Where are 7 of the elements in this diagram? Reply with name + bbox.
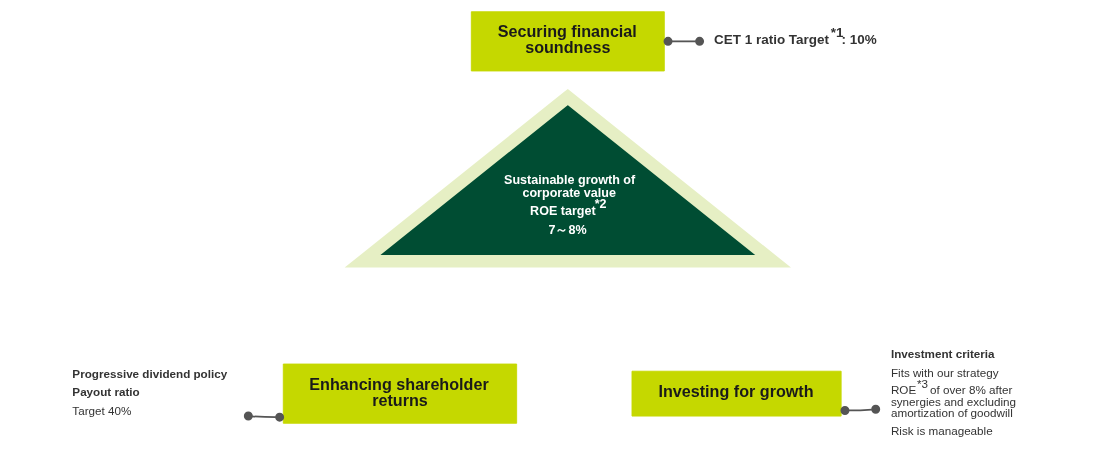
connector [663, 36, 705, 46]
node-box: Investing for growth [631, 370, 842, 417]
node-box: Enhancing shareholder returns [282, 363, 518, 424]
connector [243, 411, 285, 422]
node-text: Progressive dividend policy Payout ratio Target 40% [72, 366, 228, 417]
node-box: Securing financial soundness [470, 11, 665, 72]
connector [840, 404, 881, 415]
